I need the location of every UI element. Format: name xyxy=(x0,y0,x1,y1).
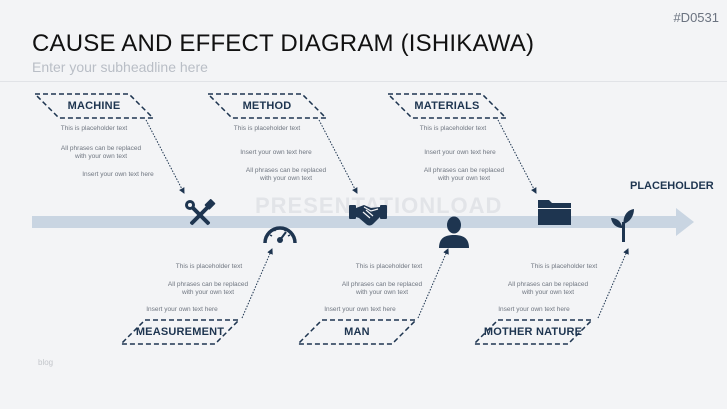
divider xyxy=(0,81,727,82)
placeholder-text: Insert your own text here xyxy=(498,306,570,313)
placeholder-text: This is placeholder text xyxy=(530,263,598,270)
gauge-icon xyxy=(263,226,297,244)
corner-text: blog xyxy=(38,358,54,367)
fish-spine xyxy=(32,208,694,236)
placeholder-text: This is placeholder text xyxy=(419,125,487,132)
placeholder-text: with your own text xyxy=(74,153,128,160)
category-label-mother-nature: MOTHER NATURE xyxy=(483,326,583,338)
placeholder-text: This is placeholder text xyxy=(175,263,243,270)
plant-icon xyxy=(611,209,634,242)
effect-label: PLACEHOLDER xyxy=(630,180,714,192)
branch-line-man xyxy=(417,248,449,319)
placeholder-text: Insert your own text here xyxy=(424,149,496,156)
placeholder-text: with your own text xyxy=(437,175,491,182)
slide-code: #D0531 xyxy=(673,10,719,25)
placeholder-text: Insert your own text here xyxy=(324,306,396,313)
placeholder-text: All phrases can be replaced xyxy=(167,281,249,288)
category-box-method: METHOD xyxy=(206,93,328,119)
placeholder-text: Insert your own text here xyxy=(240,149,312,156)
category-label-machine: MACHINE xyxy=(67,100,121,112)
placeholder-text: This is placeholder text xyxy=(233,125,301,132)
branch-line-mother-nature xyxy=(597,248,629,319)
page-subtitle: Enter your subheadline here xyxy=(32,59,208,75)
category-box-mother-nature: MOTHER NATURE xyxy=(472,319,594,345)
placeholder-text: with your own text xyxy=(259,175,313,182)
category-box-machine: MACHINE xyxy=(33,93,155,119)
category-label-man: MAN xyxy=(344,326,370,338)
page-title: CAUSE AND EFFECT DIAGRAM (ISHIKAWA) xyxy=(32,30,535,57)
person-icon xyxy=(439,216,469,248)
folder-icon xyxy=(538,200,571,225)
placeholder-text: Insert your own text here xyxy=(82,171,154,178)
placeholder-text: All phrases can be replaced xyxy=(507,281,589,288)
placeholder-text: with your own text xyxy=(521,289,575,296)
branch-line-machine xyxy=(145,119,185,194)
placeholder-text: Insert your own text here xyxy=(146,306,218,313)
placeholder-text: All phrases can be replaced xyxy=(245,167,327,174)
tools-icon xyxy=(185,199,216,225)
category-label-method: METHOD xyxy=(242,100,292,112)
placeholder-text: with your own text xyxy=(181,289,235,296)
branch-line-measurement xyxy=(241,248,273,319)
category-box-materials: MATERIALS xyxy=(386,93,508,119)
placeholder-text: All phrases can be replaced xyxy=(341,281,423,288)
placeholder-text: This is placeholder text xyxy=(60,125,128,132)
placeholder-text: All phrases can be replaced xyxy=(60,145,142,152)
category-label-measurement: MEASUREMENT xyxy=(135,326,225,338)
handshake-icon xyxy=(349,205,387,226)
category-label-materials: MATERIALS xyxy=(414,100,480,112)
placeholder-text: All phrases can be replaced xyxy=(423,167,505,174)
category-box-man: MAN xyxy=(296,319,418,345)
placeholder-text: This is placeholder text xyxy=(355,263,423,270)
placeholder-text: with your own text xyxy=(355,289,409,296)
category-box-measurement: MEASUREMENT xyxy=(119,319,241,345)
